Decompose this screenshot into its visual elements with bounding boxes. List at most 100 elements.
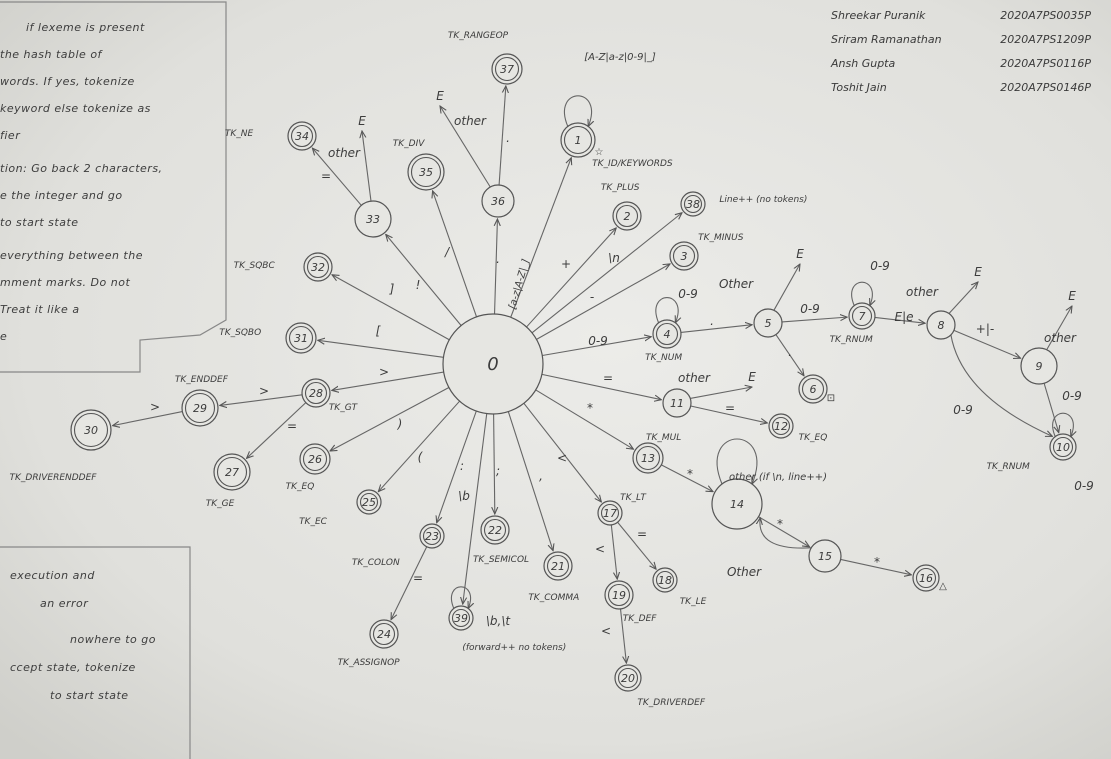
top-notes: if lexeme is present the hash table of w… [0,14,163,350]
edge-arrow [536,264,671,340]
state-6-retract-mark: ⊡ [827,393,835,404]
state-2-circle [612,201,642,231]
note-line: words. If yes, tokenize [0,75,135,88]
state-34-token-label: TK_NE [225,129,254,139]
state-25-token-label: TK_EC [299,517,328,527]
edge-arrow [610,524,617,579]
edge-label: 0-9 [1074,479,1094,493]
state-27-circle [213,453,251,491]
state-24-circle [369,619,399,649]
state-20-token-label: TK_DRIVERDEF [637,698,705,708]
state-5-id: 5 [765,317,772,330]
state-23-id: 23 [425,530,439,543]
state-26-final-ring [302,446,328,472]
note-line: ccept state, tokenize [10,661,136,674]
state-15-id: 15 [818,550,832,563]
edge-arrow [312,148,362,206]
edge-label: 0-9 [1062,389,1082,403]
edge-label: * [874,555,880,569]
state-20-id: 20 [621,672,635,685]
state-3-circle [669,241,699,271]
state-24-final-ring [372,622,396,646]
edge-arrow [318,340,444,358]
edge-arrow [953,329,1021,358]
state-24-id: 24 [377,628,391,641]
note-line: to start state [0,216,79,229]
error-state-label: E [974,265,982,279]
edge-label: ) [397,417,403,431]
edge-arrow [498,86,506,186]
state-30-id: 30 [84,424,98,437]
state-1-token-label: TK_ID/KEYWORDS [592,159,673,169]
edge-label: * [587,401,593,415]
edge-label: 0-9 [953,403,973,417]
state-33-circle [354,200,392,238]
author-name: Shreekar Puranik [831,9,926,22]
edge-label: < [595,542,605,556]
state-31-final-ring [288,325,314,351]
edge-arrow [781,317,847,323]
edge-arrow [619,608,627,663]
state-11-circle [662,388,692,418]
state-14-id: 14 [730,498,744,511]
state-37-final-ring [494,56,520,82]
state-2-token-label: TK_PLUS [601,183,640,193]
self-loop-arrow [564,95,591,127]
edge-arrow [661,464,713,492]
edge-label: other [454,114,487,128]
author-name: Toshit Jain [831,81,887,94]
error-state-label: E [796,247,804,261]
edge-arrow [775,334,804,376]
note-line: tion: Go back 2 characters, [0,162,163,175]
edge-arrow [386,234,462,326]
top-note-box [0,1,227,373]
edge-arrow [526,228,617,328]
edge-arrow [950,334,1052,436]
edge-arrow [437,410,477,523]
state-29-id: 29 [193,402,207,415]
edge-arrow [330,387,450,451]
author-id: 2020A7PS1209P [1000,33,1091,46]
state-28-token-label: TK_GT [329,403,359,413]
note-line: keyword else tokenize as [0,102,151,115]
edge-label: . [506,131,510,145]
note-line: Treat it like a [0,303,80,316]
state-2-id: 2 [624,210,631,223]
edge-label: 0-9 [588,334,608,348]
state-11-id: 11 [670,397,684,410]
bottom-note-box [0,546,191,759]
edge-label: Other [727,565,762,579]
edge-label: < [557,451,567,465]
state-32-token-label: TK_SQBC [234,261,276,271]
note-line: everything between the [0,249,143,262]
edge-label: E|e [894,310,913,324]
edge-label: \b,\t [486,614,512,628]
state-16-final-ring [915,567,937,589]
state-21-circle [543,551,573,581]
edge-label: ] [389,282,395,296]
edge-arrow [495,219,498,315]
bottom-notes: execution and an error nowhere to go cce… [10,562,156,710]
state-26-id: 26 [308,453,322,466]
edge-arrow [773,264,800,311]
state-35-token-label: TK_DIV [393,139,425,149]
state-13-circle [632,442,664,474]
note-line: fier [0,129,21,142]
state-38-note: Line++ (no tokens) [719,195,807,205]
state-12-id: 12 [774,420,788,433]
state-6-circle [798,374,828,404]
edge-label: +|- [976,322,994,336]
edge-arrow [617,521,657,569]
state-23-token-label: TK_COLON [352,558,400,568]
state-32-circle [303,252,333,282]
state-19-circle [604,580,634,610]
edge-arrow [391,546,428,620]
edge-label: Other [719,277,754,291]
edge-label: [ [376,324,382,338]
edge-label: ( [418,450,424,464]
state-28-final-ring [304,381,328,405]
state-17-final-ring [600,503,620,523]
state-29-circle [181,389,219,427]
